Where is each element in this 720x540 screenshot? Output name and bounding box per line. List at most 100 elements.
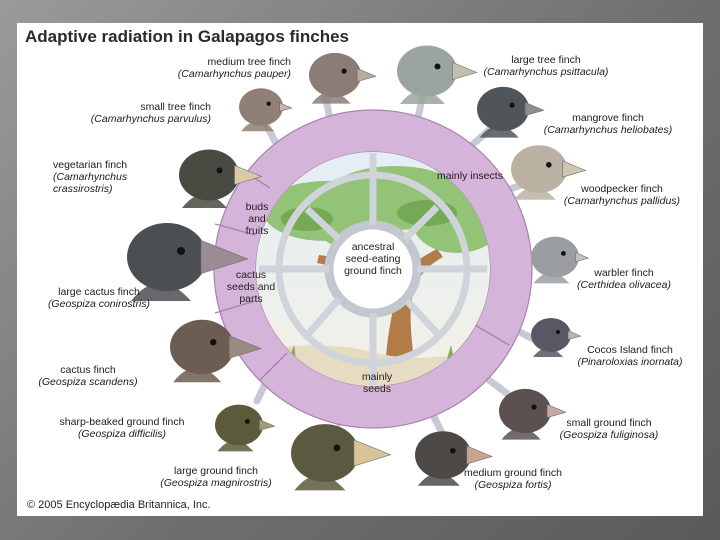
finch-common-name: small ground finch [566,417,652,429]
finch-scientific-name: (Geospiza fortis) [474,479,552,491]
finch-scientific-name: (Geospiza conirostris) [47,298,151,310]
finch-label-cocos: Cocos Island finch (Pinaroloxias inornat… [557,344,703,368]
finch-neck [217,440,254,452]
finch-beak [356,67,377,83]
finch-head [397,45,457,97]
finch-label-mangrove: mangrove finch (Camarhynchus heliobates) [523,112,693,136]
finch-scientific-name: (Geospiza scandens) [38,376,138,388]
finch-neck [533,348,563,357]
finch-head [309,52,361,98]
finch-head-icon [309,52,377,104]
finch-label-large-ground: large ground finch (Geospiza magnirostri… [141,465,291,489]
finch-neck [173,367,222,383]
diagram-artwork [127,45,590,491]
finch-label-medium-tree: medium tree finch (Camarhynchus pauper) [178,56,291,80]
finch-scientific-name: (Camarhynchus parvulus) [90,113,211,125]
finch-neck [241,121,275,132]
finch-head-icon [397,45,478,104]
finch-beak [524,101,545,117]
finch-heads [127,45,590,491]
finch-beak [200,239,249,275]
finch-common-name: woodpecker finch [581,183,663,195]
finch-common-name: warbler finch [594,267,654,279]
finch-head-icon [477,86,545,138]
diet-label-seeds: mainly seeds [361,371,393,395]
finch-scientific-name: (Camarhynchus heliobates) [543,124,673,136]
finch-head-icon [127,223,249,301]
finch-common-name: large tree finch [511,54,581,66]
finch-eye [556,330,560,334]
finch-head [239,88,283,126]
diagram-panel: Adaptive radiation in Galapagos finches … [17,23,703,516]
finch-eye [531,404,537,410]
finch-neck [182,194,227,208]
finch-label-woodpecker: woodpecker finch (Camarhynchus pallidus) [542,183,702,207]
finch-eye [341,68,347,74]
branching-tubes [259,153,487,385]
finch-eye [266,101,271,106]
finch-neck [400,90,445,104]
finch-head-icon [499,388,567,440]
finch-head-icon [179,149,263,208]
finch-label-medium-ground: medium ground finch (Geospiza fortis) [443,467,583,491]
finch-common-name: sharp-beaked ground finch [59,416,185,428]
finch-scientific-name: (Geospiza magnirostris) [160,477,272,489]
finch-common-name: large cactus finch [58,286,140,298]
finch-label-vegetarian: vegetarian finch (Camarhynchus crassiros… [53,159,153,195]
finch-eye [509,102,515,108]
finch-neck [501,427,541,440]
finch-neck [513,187,556,200]
finch-beak [562,160,587,178]
finch-label-large-tree: large tree finch (Camarhynchus psittacul… [461,54,631,78]
finch-scientific-name: (Certhidea olivacea) [577,279,671,291]
finch-beak [353,439,392,467]
finch-beak [259,419,276,431]
finch-common-name: medium ground finch [463,467,563,479]
finch-label-small-tree: small tree finch (Camarhynchus parvulus) [91,101,211,125]
finch-head [179,149,239,201]
finch-head [499,388,551,434]
finch-head [215,404,263,446]
finch-beak [234,164,263,186]
finch-scientific-name: (Camarhynchus pauper) [177,68,291,80]
finch-head [531,236,579,278]
finch-eye [333,444,341,452]
finch-eye [210,339,217,346]
diet-label-insects: mainly insects [437,170,503,182]
ancestor-label: ancestral seed-eating ground finch [344,241,402,277]
finch-scientific-name: (Camarhynchus psittacula) [483,66,609,78]
finch-head-icon [215,404,276,452]
finch-common-name: small tree finch [140,101,211,113]
finch-beak [546,403,567,419]
finch-neck [417,473,460,486]
finch-neck [294,475,346,491]
finch-beak [567,330,582,340]
finch-common-name: cactus finch [60,364,116,376]
finch-beak [466,445,493,465]
finch-eye [177,247,185,255]
diagram-title: Adaptive radiation in Galapagos finches [25,27,350,46]
finch-head-icon [531,236,590,284]
diet-label-cactus: cactus seeds and parts [226,269,276,305]
finch-common-name: vegetarian finch [53,159,128,171]
finch-beak [279,102,293,112]
diet-label-buds: buds and fruits [245,201,269,237]
finch-label-cactus: cactus finch (Geospiza scandens) [19,364,157,388]
finch-label-sharp-beaked: sharp-beaked ground finch (Geospiza diff… [41,416,203,440]
finch-head [415,431,471,479]
copyright-credit: © 2005 Encyclopædia Britannica, Inc. [27,499,211,511]
finch-label-large-cactus: large cactus finch (Geospiza conirostris… [19,286,179,310]
finch-head-icon [170,319,262,383]
finch-head [477,86,529,132]
finch-common-name: large ground finch [173,465,259,477]
finch-beak [575,251,590,262]
finch-head [127,223,207,291]
finch-beak [228,335,262,359]
finch-scientific-name: (Geospiza fuliginosa) [559,429,659,441]
finch-common-name: Cocos Island finch [587,344,673,356]
finch-common-name: mangrove finch [572,112,644,124]
finch-neck [311,91,351,104]
finch-head-icon [511,145,587,200]
finch-scientific-name: (Camarhynchus pallidus) [563,195,681,207]
finch-head-icon [239,88,293,132]
